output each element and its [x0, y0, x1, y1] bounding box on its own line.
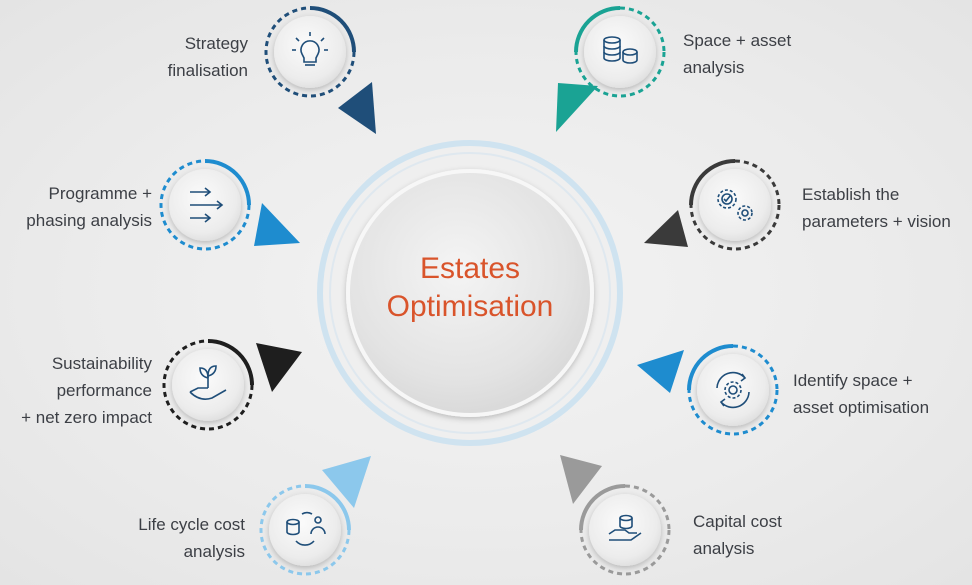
- node-programme: [159, 159, 251, 251]
- pointers: [254, 82, 688, 508]
- pointer-lifecycle: [322, 456, 371, 508]
- node-strategy: [264, 6, 356, 98]
- label-parameters: Establish the parameters + vision: [802, 185, 951, 231]
- label-capital: Capital cost analysis: [693, 512, 782, 558]
- pointer-strategy: [338, 82, 376, 134]
- pointer-sustainability: [256, 343, 302, 392]
- label-sustainability: Sustainability performance + net zero im…: [21, 354, 152, 427]
- center-title: Estates Optimisation: [386, 252, 554, 323]
- pointer-identify: [637, 350, 684, 393]
- pointer-space: [556, 83, 598, 132]
- coins-people-icon: [286, 511, 326, 546]
- label-space: Space + asset analysis: [683, 31, 792, 77]
- coins-hand-icon: [608, 514, 642, 541]
- pointer-parameters: [644, 210, 688, 247]
- node-space: [574, 6, 666, 98]
- gear-cycle-icon: [716, 371, 750, 409]
- plant-in-hand-icon: [189, 365, 227, 400]
- label-strategy: Strategy finalisation: [167, 34, 248, 80]
- pointer-capital: [560, 455, 602, 504]
- gears-icon: [717, 189, 753, 221]
- coins-stack-icon: [603, 36, 638, 64]
- lightbulb-icon: [292, 32, 328, 66]
- label-programme: Programme + phasing analysis: [26, 184, 152, 230]
- node-parameters: [689, 159, 781, 251]
- label-lifecycle: Life cycle cost analysis: [138, 515, 245, 561]
- node-lifecycle: [259, 484, 351, 576]
- node-capital: [579, 484, 671, 576]
- label-identify: Identify space + asset optimisation: [793, 371, 930, 417]
- pointer-programme: [254, 203, 300, 246]
- node-identify: [687, 344, 779, 436]
- node-sustainability: [162, 339, 254, 431]
- arrows-icon: [190, 187, 224, 223]
- center-hub: [317, 140, 623, 446]
